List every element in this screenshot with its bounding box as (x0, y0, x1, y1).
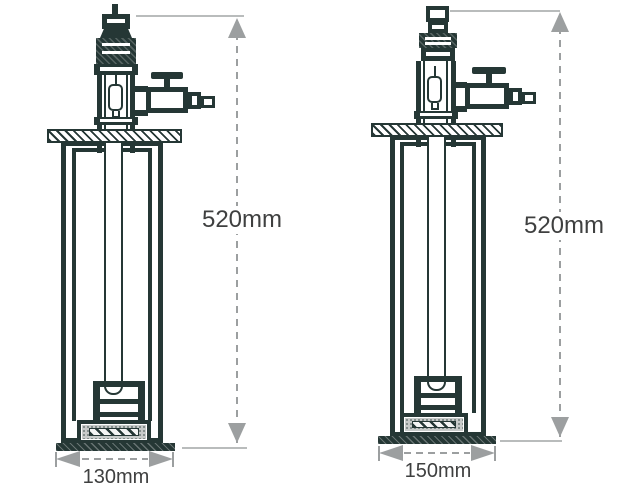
valve-outlet-tip (522, 92, 536, 104)
arrow-left-icon (379, 445, 403, 461)
collar-slot (100, 119, 132, 122)
extension-line-top (450, 10, 560, 12)
collar-slot (100, 67, 132, 71)
valve-body (146, 87, 188, 113)
valve-handle (151, 72, 183, 79)
stir-bar (89, 428, 139, 436)
neck-wall-right (130, 75, 135, 130)
extension-line-top (136, 15, 244, 17)
cap-slot (432, 25, 444, 29)
arrow-left-icon (56, 451, 80, 467)
lamp-wire (115, 75, 117, 85)
lamp-base (431, 103, 439, 110)
valve-handle-stem (486, 74, 492, 83)
threaded-fitting (419, 33, 457, 48)
neck-collar (421, 48, 455, 61)
cap-socket (426, 6, 449, 22)
neck-extension-left (97, 143, 102, 153)
base-plate (378, 436, 496, 444)
holder-post-left (414, 376, 421, 414)
valve-step (188, 92, 201, 109)
height-dimension-label: 520mm (517, 212, 611, 240)
threaded-fitting (96, 38, 136, 64)
quartz-immersion-tube (427, 137, 446, 391)
thread-slot (102, 51, 130, 54)
thread-slot (425, 42, 451, 45)
neck-extension-right (451, 137, 456, 147)
neck-inner-line-right (446, 61, 448, 123)
holder-post-right (455, 376, 462, 414)
holder-post-left (93, 381, 100, 421)
neck-extension-left (416, 137, 421, 147)
neck-inner-line-left (423, 61, 425, 123)
extension-line-bottom (182, 447, 247, 449)
arrow-up-icon (551, 12, 569, 32)
valve-connector-top (453, 82, 467, 88)
uv-lamp (427, 76, 442, 103)
collar-slot (426, 52, 450, 56)
neck-wall-left (416, 61, 421, 123)
valve-handle-stem (164, 79, 170, 88)
quartz-immersion-tube (104, 143, 123, 395)
valve-body (465, 83, 509, 109)
holder-top-bar (93, 381, 145, 387)
holder-crossbar (99, 412, 138, 417)
extension-line-bottom (500, 440, 562, 442)
width-dimension-line (82, 458, 148, 460)
collar-slot (420, 113, 452, 116)
neck-extension-right (130, 143, 135, 153)
arrow-down-icon (551, 417, 569, 437)
dim-tick (172, 452, 174, 467)
cap-stem (112, 4, 118, 15)
holder-crossbar (420, 405, 456, 410)
valve-step (509, 88, 522, 105)
lamp-wire (434, 66, 436, 76)
holder-crossbar (99, 399, 138, 404)
valve-connector-bottom (453, 106, 467, 112)
neck-collar (94, 64, 138, 75)
stirrer-block (77, 420, 151, 444)
cap-slot (107, 19, 125, 23)
valve-handle (472, 67, 506, 74)
holder-crossbar (420, 393, 456, 398)
thread-slot (102, 43, 130, 46)
stir-bar (412, 421, 456, 428)
cap-block (102, 14, 130, 29)
neck-inner-line-right (126, 75, 128, 130)
height-dimension-label: 520mm (195, 206, 289, 234)
cap-block (428, 22, 448, 33)
base-plate (56, 443, 175, 451)
holder-post-right (138, 381, 145, 421)
holder-top-bar (414, 376, 462, 382)
neck-wall-left (97, 75, 102, 130)
width-dimension-line (404, 452, 470, 454)
width-dimension-label: 150mm (395, 461, 481, 481)
arrow-up-icon (228, 18, 246, 38)
flange-joint-collar (414, 111, 458, 119)
arrow-right-icon (471, 445, 495, 461)
valve-outlet-tip (201, 96, 215, 108)
width-dimension-label: 130mm (73, 467, 159, 487)
uv-lamp (108, 84, 123, 111)
stirrer-block (400, 413, 468, 436)
neck-wall-right (451, 61, 456, 123)
valve-connector-bottom (132, 110, 148, 116)
arrow-down-icon (228, 423, 246, 443)
valve-connector-top (132, 86, 148, 92)
flange-joint-collar (94, 117, 138, 125)
dim-tick (494, 446, 496, 461)
cap-flare (100, 29, 132, 38)
neck-inner-line-left (104, 75, 106, 130)
thread-slot (425, 37, 451, 40)
arrow-right-icon (149, 451, 173, 467)
